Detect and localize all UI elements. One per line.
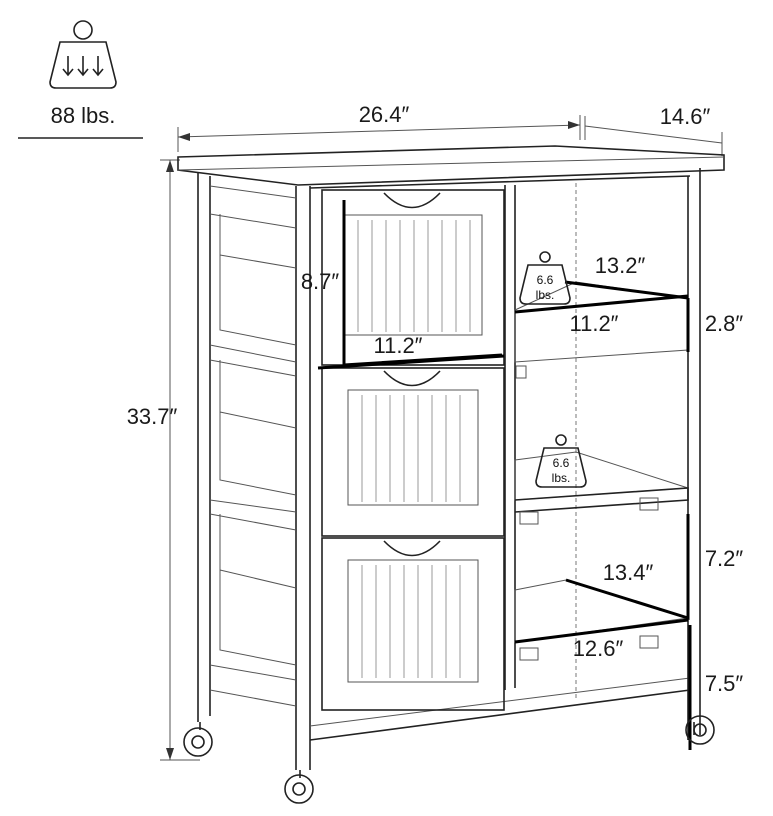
height-dimension-line: [160, 159, 200, 761]
depth-label: 14.6″: [660, 104, 711, 129]
tray-load-value: 6.6: [537, 273, 554, 287]
top-tray-depth-label: 13.2″: [595, 253, 646, 278]
cart-left-side: [197, 172, 311, 770]
top-tray-width-label: 11.2″: [570, 311, 619, 336]
depth-dimension-line: [584, 116, 723, 156]
top-tray: [514, 280, 690, 379]
cart-front-frame: [309, 168, 701, 741]
tray-weight-badge: [519, 251, 571, 305]
drawer-divider-1: [317, 354, 505, 370]
bottom-shelf-gap-label: 7.2″: [705, 546, 744, 571]
top-tray-height-label: 2.8″: [705, 311, 744, 336]
bottom-clearance-label: 7.5″: [705, 671, 744, 696]
shelf-load-unit: lbs.: [552, 471, 571, 485]
caster-wheel-back-left: [183, 722, 213, 757]
drawer-width-label: 11.2″: [374, 333, 423, 358]
drawer-bottom[interactable]: [321, 537, 505, 711]
height-label: 33.7″: [127, 404, 178, 429]
weight-load-icon: [49, 20, 117, 89]
tray-load-unit: lbs.: [536, 288, 555, 302]
bottom-shelf-depth-label: 13.4″: [603, 560, 654, 585]
caster-wheel-right: [685, 715, 715, 745]
middle-shelf: [514, 451, 689, 525]
bottom-shelf: [514, 514, 690, 661]
cart-top-board: [177, 145, 725, 186]
shelf-weight-badge: [535, 434, 587, 488]
max-load-label: 88 lbs.: [51, 103, 116, 128]
shelf-load-value: 6.6: [553, 456, 570, 470]
drawer-middle[interactable]: [321, 367, 505, 537]
bottom-shelf-width-label: 12.6″: [573, 636, 624, 661]
width-dimension-line: [177, 115, 581, 152]
width-label: 26.4″: [359, 102, 410, 127]
caster-wheel-front-left: [284, 770, 314, 804]
drawer-height-label: 8.7″: [301, 269, 340, 294]
